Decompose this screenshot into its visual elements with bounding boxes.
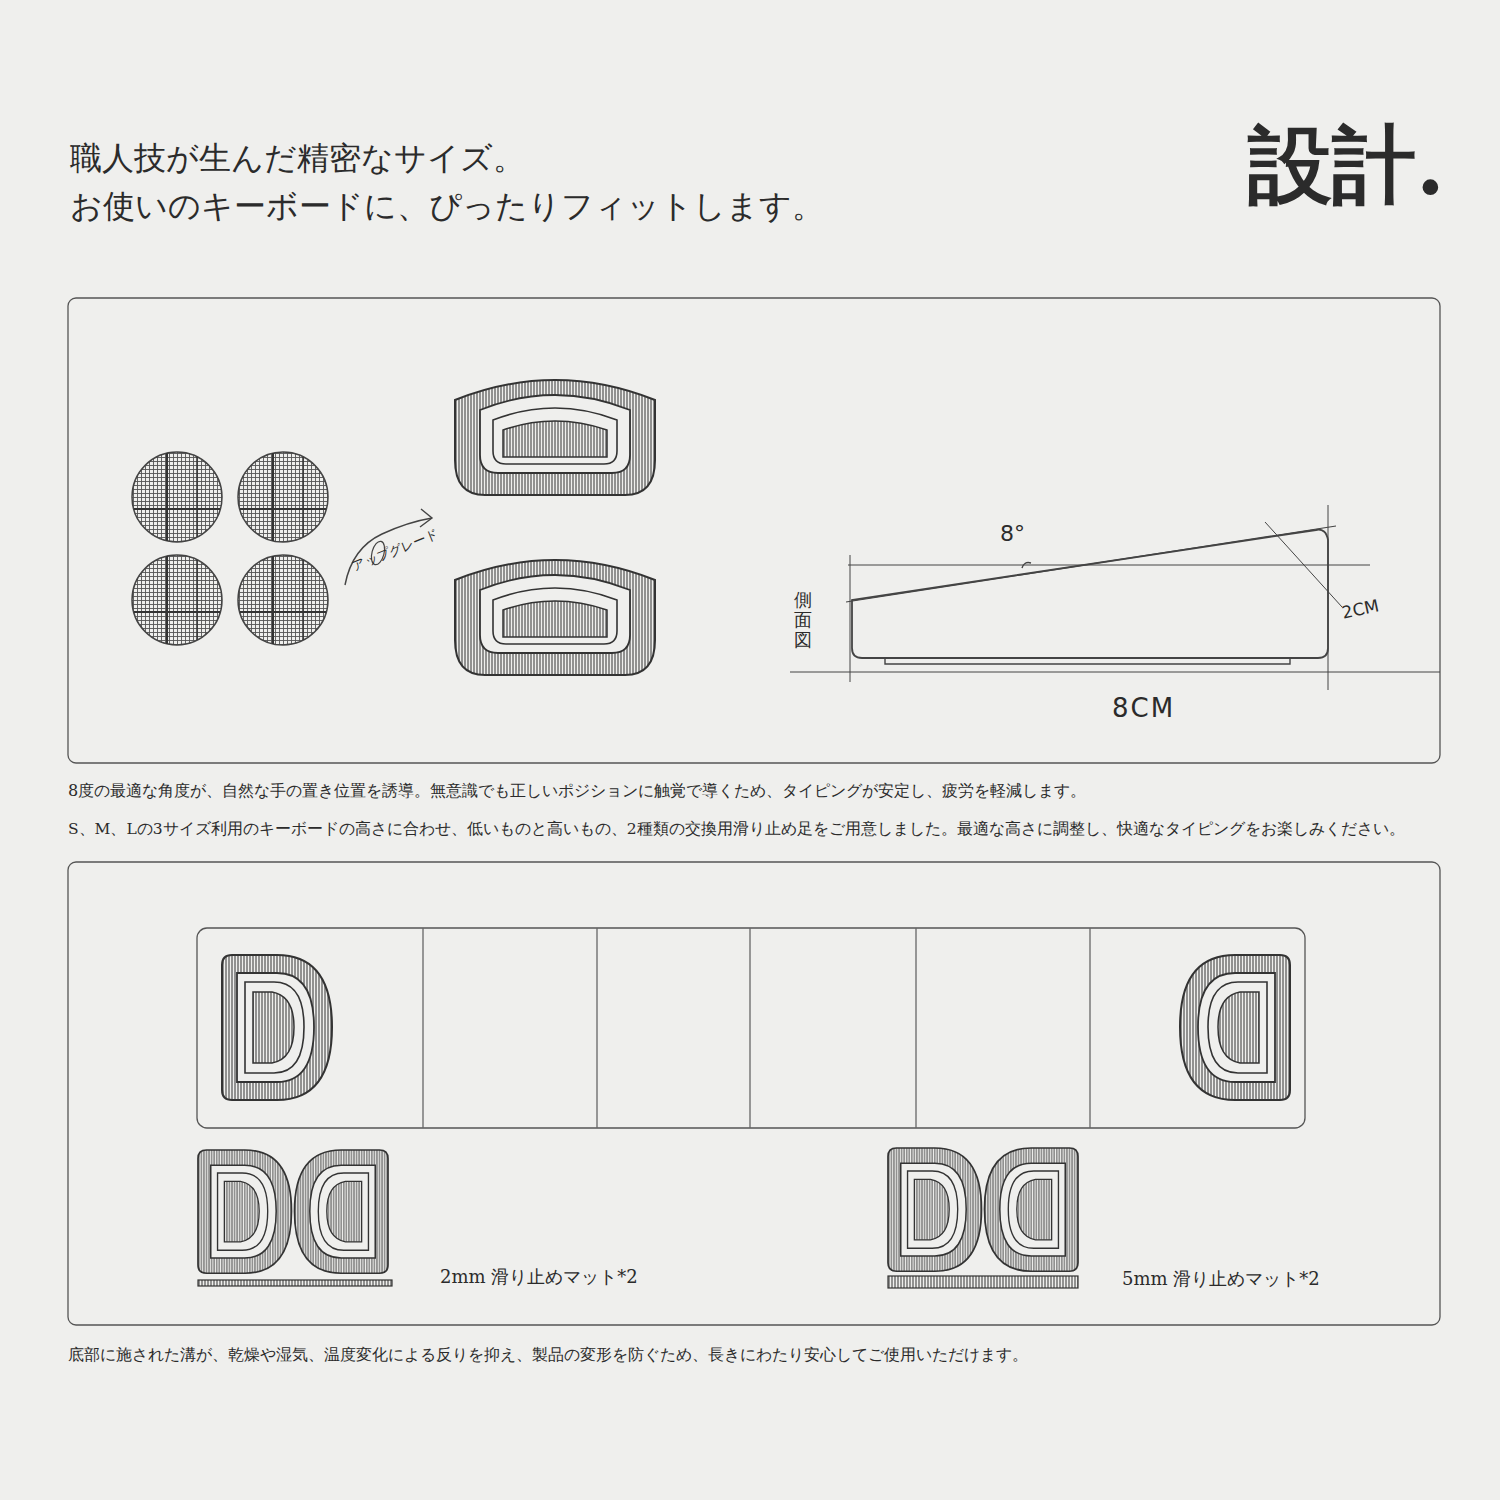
arched-foot (455, 380, 655, 495)
dimension-label: 8CM (1112, 692, 1175, 725)
groove-lines (423, 928, 1090, 1128)
mat-thick-side (888, 1276, 1078, 1288)
view-label: 側面図 (794, 590, 812, 649)
part-label: 2mm 滑り止めマット*2 (440, 1266, 638, 1289)
body-text: 底部に施された溝が、乾燥や湿気、温度変化による反りを抑え、製品の変形を防ぐため、… (68, 1345, 1028, 1365)
part-label: 5mm 滑り止めマット*2 (1122, 1268, 1320, 1291)
d-foot (985, 1148, 1079, 1271)
guide-line (848, 565, 1370, 566)
body-text: 8度の最適な角度が、自然な手の置き位置を誘導。無意識でも正しいポジションに触覚で… (68, 781, 1086, 801)
round-foot (132, 452, 222, 542)
arched-foot (455, 560, 655, 675)
upgrade-note: アップグレード (350, 526, 440, 575)
rest-body (852, 530, 1328, 658)
guide-line (1265, 522, 1342, 607)
rest-underside (197, 928, 1305, 1128)
round-foot (238, 452, 328, 542)
dimension-label: 2CM (1340, 595, 1381, 624)
d-foot (295, 1150, 389, 1273)
base-strip (885, 658, 1290, 664)
heading-line: 職人技が生んだ精密なサイズ。 (70, 138, 525, 178)
section-title: 設計. (1248, 112, 1445, 217)
round-foot (238, 555, 328, 645)
mat-thin-side (198, 1280, 392, 1286)
body-text: S、M、Lの3サイズ利用のキーボードの高さに合わせ、低いものと高いもの、2種類の… (68, 820, 1405, 839)
round-foot (132, 555, 222, 645)
d-foot (198, 1150, 292, 1273)
heading-line: お使いのキーボードに、ぴったりフィットします。 (70, 186, 824, 226)
d-foot (1180, 955, 1290, 1100)
angle-arc (1022, 563, 1031, 568)
angle-label: 8° (1000, 520, 1025, 548)
d-foot (888, 1148, 982, 1271)
side-view (790, 505, 1440, 690)
arrow-head (420, 509, 432, 527)
d-foot (222, 955, 332, 1100)
panel-frame (68, 862, 1440, 1325)
guide-line (850, 555, 851, 682)
dimension-line (790, 672, 1440, 673)
panel-frame (68, 298, 1440, 763)
